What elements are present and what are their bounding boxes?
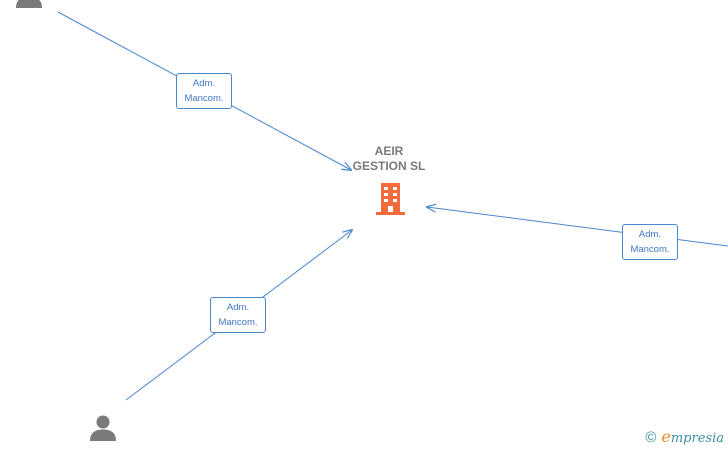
brand-logo: empresia <box>661 428 724 448</box>
relation-label[interactable]: Adm. Mancom. <box>622 224 678 260</box>
relation-label[interactable]: Adm. Mancom. <box>176 73 232 109</box>
person-icon[interactable] <box>88 413 118 443</box>
building-icon[interactable] <box>375 181 406 215</box>
company-name[interactable]: AEIR GESTION SL <box>339 144 439 174</box>
company-name-line1: AEIR <box>374 144 404 158</box>
edge-right <box>427 207 728 247</box>
company-name-line2: GESTION SL <box>352 159 426 173</box>
relation-label-line1: Adm. <box>638 229 662 240</box>
brand-watermark: © empresia <box>645 428 724 448</box>
relation-label-line1: Adm. <box>226 302 250 313</box>
relation-label-line2: Mancom. <box>218 317 258 328</box>
relation-label-line1: Adm. <box>192 78 216 89</box>
relation-label-line2: Mancom. <box>184 93 224 104</box>
relation-label[interactable]: Adm. Mancom. <box>210 297 266 333</box>
person-icon[interactable] <box>14 0 44 10</box>
brand-rest: mpresia <box>670 431 724 446</box>
relation-label-line2: Mancom. <box>630 244 670 255</box>
brand-initial: e <box>661 427 671 446</box>
copyright-symbol: © <box>645 429 657 446</box>
